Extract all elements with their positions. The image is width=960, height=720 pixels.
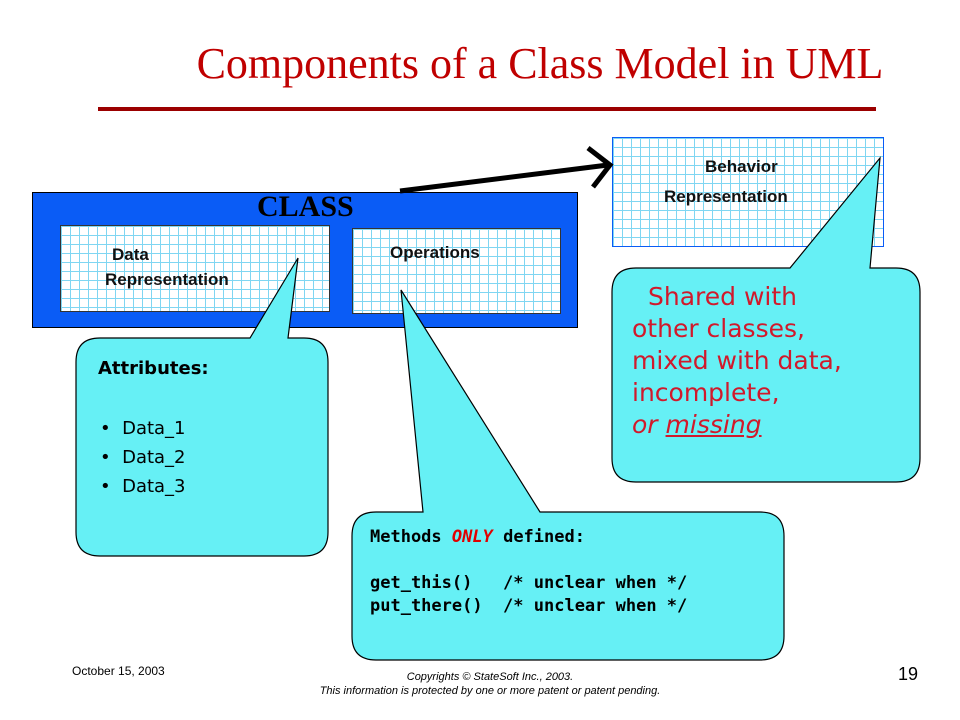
data-box-label-1: Data (112, 245, 149, 264)
behavior-box-label-2: Representation (664, 187, 788, 206)
footer-date: October 15, 2003 (72, 664, 165, 678)
attribute-item: • Data_2 (100, 447, 186, 468)
shared-text: Shared with other classes, mixed with da… (632, 282, 842, 439)
slide-title: Components of a Class Model in UML (196, 39, 884, 88)
shared-callout (611, 156, 921, 483)
page-number: 19 (898, 664, 919, 684)
class-label: CLASS (257, 190, 354, 223)
attributes-callout (75, 257, 329, 557)
missing-word: missing (665, 410, 762, 439)
arrow (399, 146, 614, 194)
behavior-box-label-1: Behavior (705, 157, 778, 176)
methods-text: Methods ONLY defined: get_this() /* uncl… (370, 526, 687, 618)
methods-callout (351, 289, 785, 661)
method-put-there: put_there() /* unclear when */ (370, 596, 688, 616)
footer-copyright: Copyrights © StateSoft Inc., 2003. This … (319, 671, 661, 697)
attribute-item: • Data_1 (100, 418, 186, 439)
data-box-label-2: Representation (105, 270, 229, 289)
method-get-this: get_this() /* unclear when */ (370, 573, 688, 593)
title-underline (98, 107, 876, 111)
operations-label: Operations (390, 243, 480, 262)
attribute-item: • Data_3 (100, 476, 186, 497)
methods-heading: Methods ONLY defined: (370, 527, 585, 547)
operations-box (352, 228, 561, 314)
attributes-heading: Attributes: (98, 358, 209, 379)
